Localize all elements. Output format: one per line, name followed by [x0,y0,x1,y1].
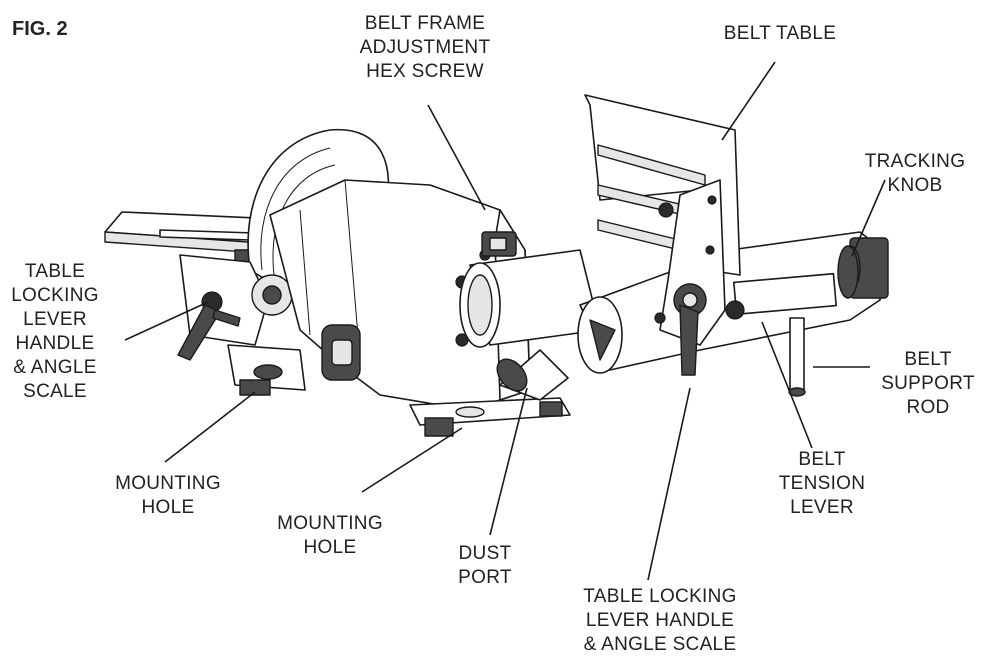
label-line: TABLE [24,261,86,282]
label-line: LEVER HANDLE [585,610,735,631]
label-table-locking-lever-right: TABLE LOCKING LEVER HANDLE & ANGLE SCALE [560,585,760,657]
dust-port [496,349,569,401]
label-line: DUST [458,543,512,564]
power-switch [321,324,361,381]
label-line: HANDLE [15,333,95,354]
label-belt-support-rod: BELT SUPPORT ROD [868,348,988,420]
label-belt-table: BELT TABLE [700,22,860,46]
label-mounting-hole-left: MOUNTING HOLE [88,472,248,520]
belt-frame-mount [481,231,517,257]
label-line: LEVER [790,497,854,518]
label-table-locking-lever-left: TABLE LOCKING LEVER HANDLE & ANGLE SCALE [0,260,110,404]
label-line: TABLE LOCKING [583,586,737,607]
label-line: BELT FRAME [364,13,486,34]
belt-support-rod [788,317,806,397]
label-line: BELT TABLE [723,23,837,44]
label-belt-tension-lever: BELT TENSION LEVER [762,448,882,520]
label-line: TENSION [778,473,866,494]
right-trunnion [654,179,745,376]
label-line: KNOB [887,175,943,196]
label-line: ADJUSTMENT [359,37,491,58]
label-belt-frame-adjustment-hex-screw: BELT FRAME ADJUSTMENT HEX SCREW [300,12,550,84]
label-line: PORT [458,567,512,588]
label-tracking-knob: TRACKING KNOB [845,150,985,198]
label-line: & ANGLE [13,357,97,378]
base-left [227,344,306,396]
figure-title: FIG. 2 [12,18,68,40]
label-line: HOLE [303,537,357,558]
label-line: LOCKING [11,285,99,306]
belt-arm-tube [459,249,601,348]
label-line: MOUNTING [115,473,221,494]
leader-lines [124,61,886,581]
belt-assembly [577,231,889,374]
label-line: MOUNTING [277,513,383,534]
left-trunnion [177,254,293,361]
label-dust-port: DUST PORT [430,542,540,590]
base-right [409,397,571,437]
label-line: BELT [904,349,952,370]
label-mounting-hole-center: MOUNTING HOLE [250,512,410,560]
label-line: & ANGLE SCALE [583,634,737,655]
label-line: SUPPORT [881,373,975,394]
label-line: BELT [798,449,846,470]
tracking-knob [837,245,859,299]
label-line: ROD [906,397,950,418]
label-line: TRACKING [864,151,966,172]
label-line: HEX SCREW [366,61,484,82]
label-line: HOLE [141,497,195,518]
label-line: LEVER [23,309,87,330]
label-line: SCALE [23,381,87,402]
